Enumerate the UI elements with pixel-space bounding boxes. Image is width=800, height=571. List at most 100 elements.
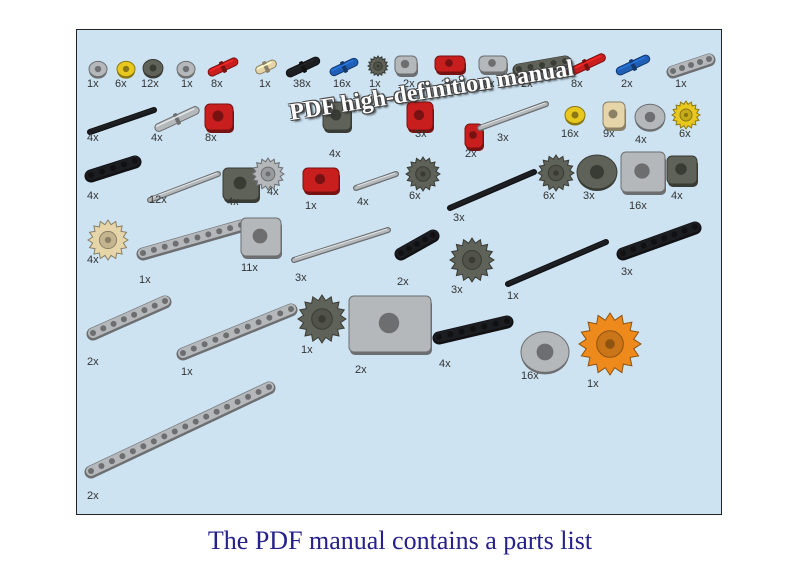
bush-icon [141, 56, 165, 80]
part-quantity: 16x [561, 128, 579, 140]
pin-icon [205, 56, 241, 78]
part-quantity: 12x [141, 78, 159, 90]
bush-icon [87, 58, 109, 80]
gear-icon [405, 154, 441, 194]
part-quantity: 2x [355, 364, 367, 376]
bush-icon [115, 58, 137, 80]
part-quantity: 16x [629, 200, 647, 212]
bush-icon [519, 326, 571, 378]
beam-icon [432, 314, 514, 346]
part-quantity: 2x [87, 356, 99, 368]
part-quantity: 4x [357, 196, 369, 208]
block-icon [619, 150, 669, 198]
part-quantity: 6x [409, 190, 421, 202]
beam-icon [86, 294, 172, 342]
part-quantity: 1x [139, 274, 151, 286]
beam-icon [666, 52, 716, 80]
block-icon [221, 166, 263, 206]
part-quantity: 4x [329, 148, 341, 160]
part-quantity: 4x [267, 186, 279, 198]
gear-icon [367, 54, 389, 78]
axle-icon [447, 168, 537, 212]
part-quantity: 2x [621, 78, 633, 90]
part-quantity: 4x [439, 358, 451, 370]
part-quantity: 16x [521, 370, 539, 382]
part-quantity: 11x [241, 262, 258, 274]
block-icon [665, 154, 701, 190]
gear-icon [87, 218, 129, 262]
part-quantity: 6x [679, 128, 691, 140]
part-quantity: 4x [635, 134, 647, 146]
beam-icon [616, 220, 702, 262]
pin-icon [613, 54, 653, 76]
part-quantity: 1x [181, 78, 193, 90]
gear-icon [671, 98, 701, 132]
part-quantity: 8x [211, 78, 223, 90]
part-quantity: 2x [441, 78, 453, 90]
part-quantity: 1x [259, 78, 271, 90]
bush-icon [575, 150, 619, 194]
part-quantity: 1x [587, 378, 599, 390]
block-icon [301, 166, 343, 198]
part-quantity: 6x [115, 78, 127, 90]
part-quantity: 2x [87, 490, 99, 502]
part-quantity: 2x [397, 276, 409, 288]
part-quantity: 4x [151, 132, 163, 144]
part-quantity: 4x [227, 196, 239, 208]
part-quantity: 12x [149, 194, 167, 206]
gear-icon [537, 154, 575, 192]
block-icon [203, 102, 237, 136]
axle-icon [87, 106, 157, 136]
parts-list-panel: 1x 6x 12x 1x 8x 1x 38x 16x 1x 2x 2x 4x 2x 8x 2x 1x 4x 4x 8… [76, 29, 722, 515]
part-quantity: 3x [451, 284, 463, 296]
block-icon [477, 54, 511, 78]
beam-icon [84, 380, 276, 480]
part-quantity: 1x [305, 200, 317, 212]
axle-icon [291, 226, 391, 264]
part-quantity: 8x [205, 132, 217, 144]
part-quantity: 3x [621, 266, 633, 278]
pin-icon [253, 56, 279, 78]
pin-icon [563, 53, 609, 77]
part-quantity: 1x [507, 290, 519, 302]
gear-icon [575, 312, 645, 376]
block-icon [405, 100, 437, 136]
beam-icon [394, 228, 440, 262]
bush-icon [629, 100, 671, 134]
pin-icon [327, 56, 361, 78]
beam-icon [84, 154, 142, 184]
part-quantity: 4x [87, 132, 99, 144]
part-quantity: 2x [521, 78, 533, 90]
gear-icon [297, 294, 347, 344]
block-icon [601, 100, 629, 134]
part-quantity: 1x [675, 78, 687, 90]
part-quantity: 1x [301, 344, 313, 356]
axle-icon [353, 170, 399, 192]
part-quantity: 1x [87, 78, 99, 90]
block-icon [321, 100, 355, 136]
part-quantity: 4x [671, 190, 683, 202]
part-quantity: 3x [497, 132, 509, 144]
part-quantity: 4x [87, 254, 99, 266]
part-quantity: 8x [571, 78, 583, 90]
part-quantity: 1x [181, 366, 193, 378]
part-quantity: 4x [483, 78, 495, 90]
block-icon [347, 294, 435, 358]
caption-text: The PDF manual contains a parts list [207, 526, 593, 555]
pin-icon [151, 104, 203, 134]
axle-icon [505, 238, 609, 288]
block-icon [393, 54, 421, 80]
beam-icon [176, 302, 298, 362]
part-quantity: 3x [415, 128, 427, 140]
block-icon [463, 122, 487, 154]
part-quantity: 3x [453, 212, 465, 224]
part-quantity: 6x [543, 190, 555, 202]
gear-icon [251, 154, 285, 194]
beam-icon [512, 54, 572, 78]
part-quantity: 2x [465, 148, 477, 160]
bush-icon [563, 100, 587, 130]
axle-icon [147, 170, 221, 204]
part-quantity: 2x [403, 78, 415, 90]
part-quantity: 1x [369, 78, 381, 90]
part-quantity: 38x [293, 78, 311, 90]
